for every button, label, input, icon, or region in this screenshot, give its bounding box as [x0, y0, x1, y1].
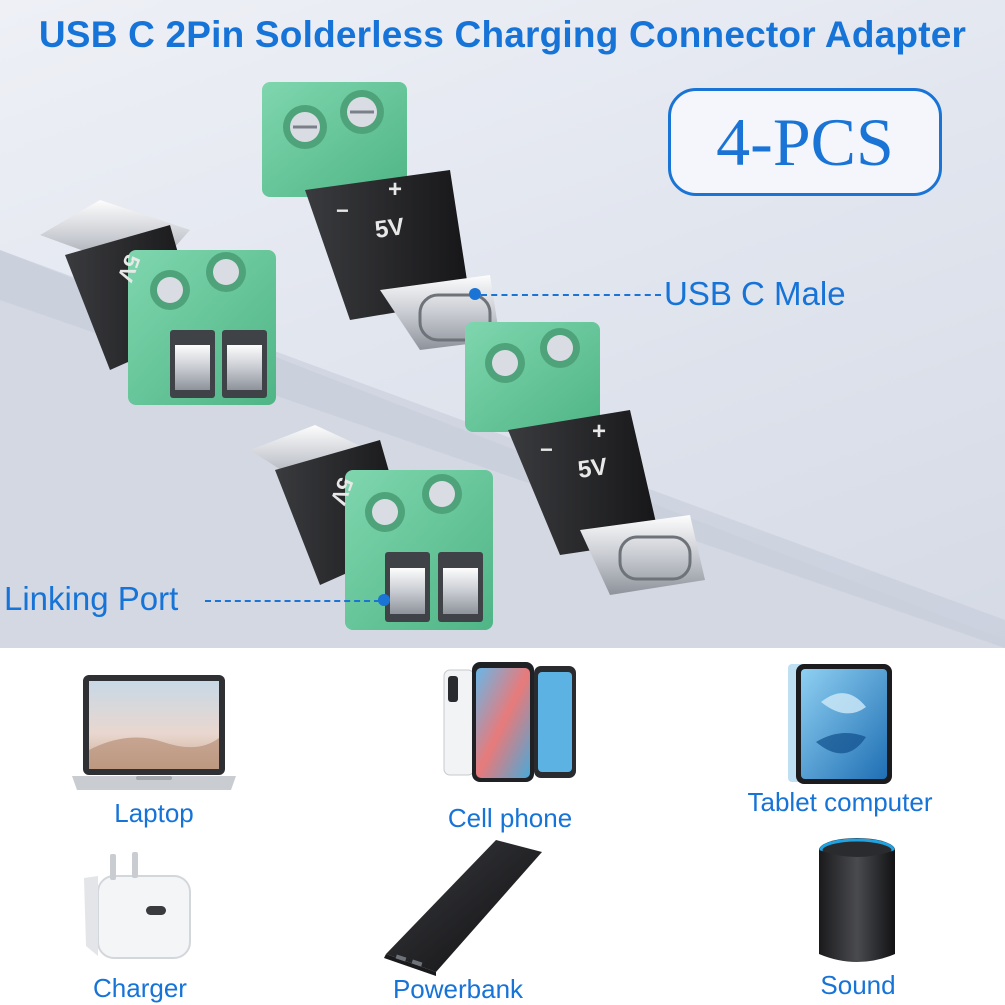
usb-c-male-leader — [481, 294, 661, 296]
plus-mark-2: + — [592, 418, 607, 445]
linking-port-label: Linking Port — [4, 580, 179, 617]
voltage-mark-1: 5V — [373, 213, 407, 244]
phone-icon — [443, 662, 576, 782]
connector-upright-1 — [262, 82, 500, 350]
linking-port-leader — [205, 600, 380, 602]
device-label-speaker: Sound — [820, 970, 896, 1000]
laptop-icon — [72, 675, 236, 790]
connector-upright-2 — [465, 322, 705, 595]
usb-c-male-label: USB C Male — [664, 275, 846, 312]
linking-port-marker — [378, 594, 390, 606]
usb-c-male-marker — [469, 288, 481, 300]
device-label-laptop: Laptop — [114, 798, 194, 828]
quantity-badge: 4-PCS — [668, 88, 942, 196]
device-label-powerbank: Powerbank — [392, 974, 524, 1004]
connector-lying-1 — [40, 200, 276, 405]
connector-lying-2 — [250, 425, 493, 630]
connector-illustrations — [40, 82, 705, 630]
minus-mark-1: − — [336, 198, 349, 223]
minus-mark-2: − — [540, 437, 553, 462]
tablet-icon — [788, 664, 892, 784]
powerbank-icon — [384, 840, 542, 976]
device-label-charger: Charger — [93, 973, 187, 1003]
device-label-phone: Cell phone — [447, 803, 573, 833]
page-title: USB C 2Pin Solderless Charging Connector… — [38, 14, 967, 55]
speaker-icon — [819, 838, 895, 962]
product-panel: 5V − + 5V − + 5V 5V USB C 2Pin Solderles… — [0, 0, 1005, 648]
plus-mark-1: + — [388, 176, 403, 203]
voltage-mark-2: 5V — [576, 453, 610, 484]
charger-icon — [84, 852, 191, 959]
quantity-badge-label: 4-PCS — [716, 103, 894, 180]
device-label-tablet: Tablet computer — [747, 787, 933, 817]
